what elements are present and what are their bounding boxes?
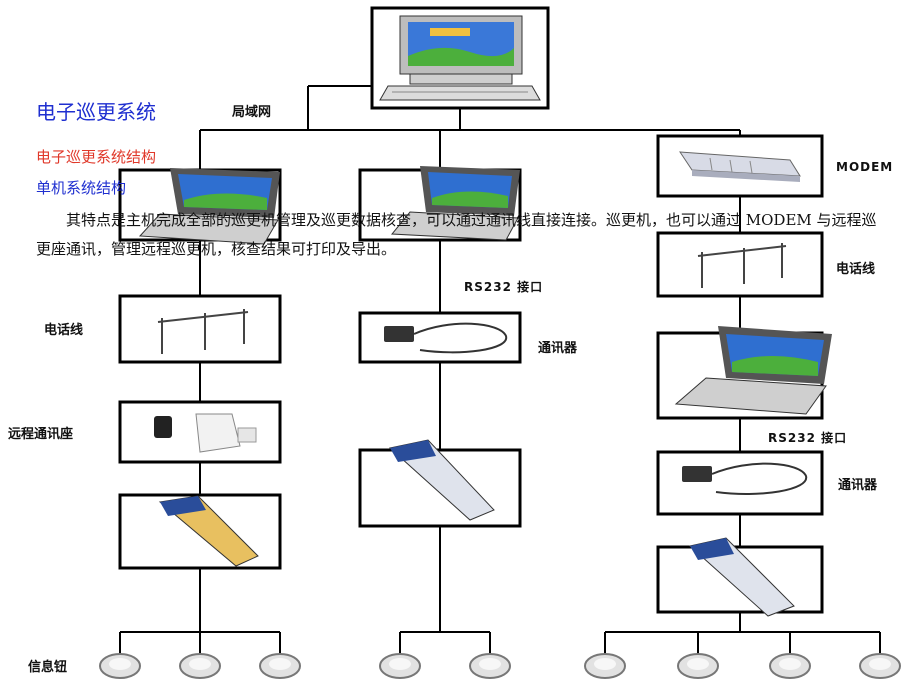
communicator-icon [682, 462, 808, 495]
section-title-blue: 单机系统结构 [36, 179, 127, 197]
info-button-icon [379, 653, 421, 679]
remote-base-icon [154, 413, 257, 453]
rs232-label-center: RS232 接口 [464, 279, 543, 294]
info-button-icon [469, 653, 511, 679]
laptop-icon [674, 326, 832, 415]
info-button-icon [677, 653, 719, 679]
info-button-label: 信息钮 [28, 659, 67, 675]
laptop-box-center [358, 166, 522, 242]
laptop-box-left [118, 168, 282, 245]
laptop-box-right [656, 326, 832, 420]
description-paragraph: 其特点是主机完成全部的巡更机管理及巡更数据核查，可以通过通讯线直接连接。巡更机，… [36, 211, 877, 258]
communicator-box-right [656, 450, 824, 516]
info-button-icon [769, 653, 811, 679]
patrol-wand-icon [158, 495, 259, 567]
info-button-icon [859, 653, 901, 679]
phone-line-box-left [118, 294, 282, 364]
laptop-icon [390, 166, 520, 241]
lan-label: 局域网 [232, 104, 271, 120]
communicator-label-center: 通讯器 [538, 340, 578, 356]
phone-line-label-right: 电话线 [836, 261, 875, 277]
phone-line-icon [157, 309, 249, 354]
modem-label: MODEM [836, 160, 893, 174]
phone-line-icon [697, 243, 787, 288]
laptop-icon [138, 168, 280, 245]
communicator-box-center [358, 311, 522, 364]
info-button-icon [259, 653, 301, 679]
desktop-computer-icon [379, 15, 541, 101]
phone-line-label-left: 电话线 [44, 322, 83, 338]
patrol-wand-box-center [358, 439, 522, 528]
remote-base-box [118, 400, 282, 464]
communicator-icon [384, 322, 508, 354]
info-button-icon [179, 653, 221, 679]
info-button-icon [584, 653, 626, 679]
rs232-label-right: RS232 接口 [768, 430, 847, 445]
modem-icon [679, 151, 801, 182]
communicator-label-right: 通讯器 [838, 477, 878, 493]
phone-line-box-right [656, 231, 824, 298]
patrol-wand-icon [688, 537, 795, 617]
remote-base-label: 远程通讯座 [8, 426, 73, 442]
connection-lines [119, 85, 881, 656]
page-title: 电子巡更系统 [36, 100, 156, 124]
section-title-red: 电子巡更系统结构 [36, 148, 157, 166]
info-buttons [99, 653, 901, 679]
info-button-icon [99, 653, 141, 679]
patrol-wand-icon [388, 439, 495, 521]
patrol-wand-box-left [118, 493, 282, 570]
host-computer-box [370, 6, 550, 110]
modem-box [656, 134, 824, 198]
patrol-wand-box-right [656, 537, 824, 617]
